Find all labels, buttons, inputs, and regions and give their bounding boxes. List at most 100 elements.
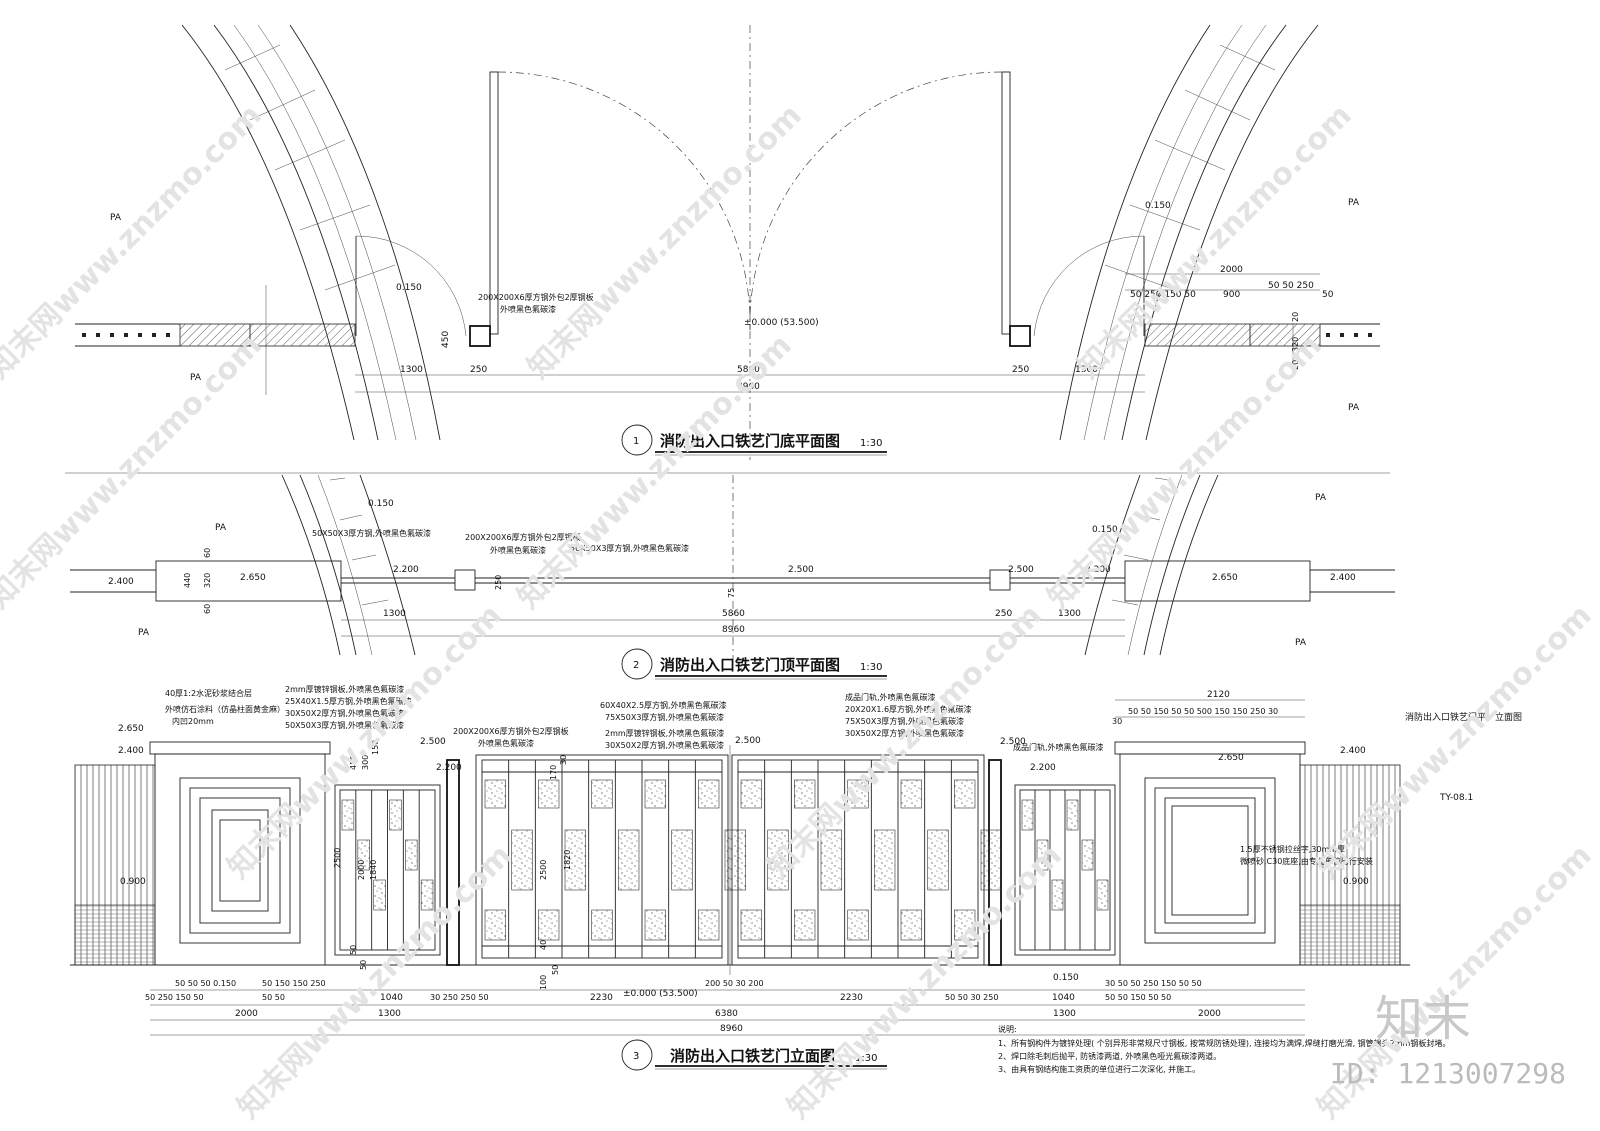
elevation-mark: 0.900 <box>120 877 146 887</box>
drawing-scale: 1:30 <box>860 438 882 449</box>
dimension: 1040 <box>380 993 403 1003</box>
stone-panel <box>874 829 896 891</box>
dimension: 1820 <box>563 850 572 870</box>
elevation-mark: 2.500 <box>420 737 446 747</box>
pa-label: PA <box>110 213 122 223</box>
stone-panel <box>484 909 506 941</box>
dimension-chain: 50 250 150 50 <box>1130 290 1196 300</box>
stone-panel <box>618 829 640 891</box>
dimension-chain: 30 250 250 50 <box>430 993 489 1002</box>
dimension: 320 <box>1291 337 1300 352</box>
elevation-mark: 2.200 <box>393 565 419 575</box>
dimension-chain: 50 50 30 250 <box>945 993 998 1002</box>
stone-panel <box>1081 839 1094 871</box>
beam-note: 50X50X3厚方钢,外喷黑色氟碳漆 <box>570 543 689 553</box>
dimension-chain: 50 250 150 50 <box>145 993 204 1002</box>
stone-panel <box>767 829 789 891</box>
plan-1-linework <box>75 24 1380 460</box>
plan-2-title-block <box>621 648 887 680</box>
elevation-mark: 0.150 <box>368 499 394 509</box>
elevation-mark: 2.650 <box>118 724 144 734</box>
watermark-logo: 知末 <box>1375 991 1471 1047</box>
pa-label: PA <box>1348 198 1360 208</box>
elevation-mark: 2.400 <box>1330 573 1356 583</box>
elevation-mark: 2.400 <box>108 577 134 587</box>
dimension: 20 <box>1291 312 1300 322</box>
dimension-chain: 50 150 150 250 <box>262 979 326 988</box>
material-note: 内凹20mm <box>172 716 214 726</box>
stone-panel <box>847 779 869 809</box>
elevation-mark: 0.150 <box>1092 525 1118 535</box>
drawing-title: 消防出入口铁艺门立面图 <box>670 1047 835 1065</box>
pa-label: PA <box>138 628 150 638</box>
stone-panel <box>698 909 720 941</box>
dimension-chain: 50 50 50 0.150 <box>175 979 236 988</box>
elevation-mark: 2.650 <box>1218 753 1244 763</box>
stone-panel <box>484 779 506 809</box>
dimension: 8960 <box>737 382 760 392</box>
elevation-mark: 2.200 <box>1030 763 1056 773</box>
drawing-scale: 1:30 <box>860 662 882 673</box>
material-note: 成品门轨,外喷黑色氟碳漆 <box>845 692 936 702</box>
stone-panel <box>1036 839 1049 871</box>
stone-panel <box>420 879 434 911</box>
elevation-3-dimension-lines <box>150 699 1305 1036</box>
stone-panel <box>794 779 816 809</box>
dimension-chain: 50 50 <box>262 993 285 1002</box>
stone-panel <box>373 879 386 911</box>
elevation-mark: 2.500 <box>1000 737 1026 747</box>
material-note: 30X50X2厚方钢,外喷黑色氟碳漆 <box>845 728 964 738</box>
origin-elevation: ±0.000 (53.500) <box>623 989 698 999</box>
elevation-mark: 2.200 <box>1085 565 1111 575</box>
note-line: 2、焊口除毛刺后抛平, 防锈漆两道, 外喷黑色哑光氟碳漆两道。 <box>998 1051 1221 1061</box>
post-note: 200X200X6厚方钢外包2厚钢板 <box>465 532 581 542</box>
dimension: 20 <box>1291 360 1300 370</box>
dimension: 100 <box>539 975 548 990</box>
pa-label: PA <box>1315 493 1327 503</box>
pa-label: PA <box>190 373 202 383</box>
stone-panel <box>820 829 842 891</box>
elevation-mark: 2.200 <box>436 763 462 773</box>
plan-1-title-block <box>621 424 887 456</box>
fence-post-dot <box>1354 333 1358 337</box>
material-note: 30X50X2厚方钢,外喷黑色氟碳漆 <box>285 708 404 718</box>
dimension: 300 <box>361 755 370 770</box>
pa-label: PA <box>1295 638 1307 648</box>
watermark-text: 知末网www.znzmo.com <box>1311 598 1599 886</box>
plaque-note: 1.5厚不锈钢拉丝字,30mm厚 <box>1240 844 1345 854</box>
elevation-mark: 2.500 <box>1008 565 1034 575</box>
stone-panel <box>954 779 976 809</box>
post-note: 外喷黑色氟碳漆 <box>490 545 546 555</box>
elevation-mark: 2.500 <box>735 736 761 746</box>
dimension: 50 <box>1322 290 1334 300</box>
stone-panel <box>644 909 666 941</box>
dimension: 8960 <box>722 625 745 635</box>
material-note: 200X200X6厚方钢外包2厚钢板 <box>453 726 569 736</box>
dimension: 1300 <box>1058 609 1081 619</box>
stone-panel <box>591 909 613 941</box>
dimension: 450 <box>349 755 358 770</box>
material-note: 成品门轨,外喷黑色氟碳漆 <box>1013 742 1104 752</box>
stone-panel <box>1096 879 1109 911</box>
dimension-chain: 200 50 30 200 <box>705 979 764 988</box>
beam-note: 50X50X3厚方钢,外喷黑色氟碳漆 <box>312 528 431 538</box>
fence-post-dot <box>96 333 100 337</box>
fence-post-dot <box>1326 333 1330 337</box>
post-note: 外喷黑色氟碳漆 <box>500 304 556 314</box>
dimension: 2500 <box>539 860 548 880</box>
dimension: 60 <box>203 548 212 558</box>
dimension: 1300 <box>1075 365 1098 375</box>
material-note: 外喷仿石涂料（仿晶柱面黄金麻） <box>165 704 285 714</box>
dimension: 2000 <box>357 860 366 880</box>
dimension: 150 <box>371 740 380 755</box>
dimension: 320 <box>203 573 212 588</box>
stone-panel <box>980 829 1002 891</box>
stone-panel <box>538 779 560 809</box>
drawing-title: 消防出入口铁艺门底平面图 <box>660 432 840 450</box>
dimension: 2230 <box>840 993 863 1003</box>
stone-panel <box>341 799 355 831</box>
fence-post-dot <box>1340 333 1344 337</box>
stone-panel <box>927 829 949 891</box>
drawing-number: 1 <box>633 436 639 447</box>
